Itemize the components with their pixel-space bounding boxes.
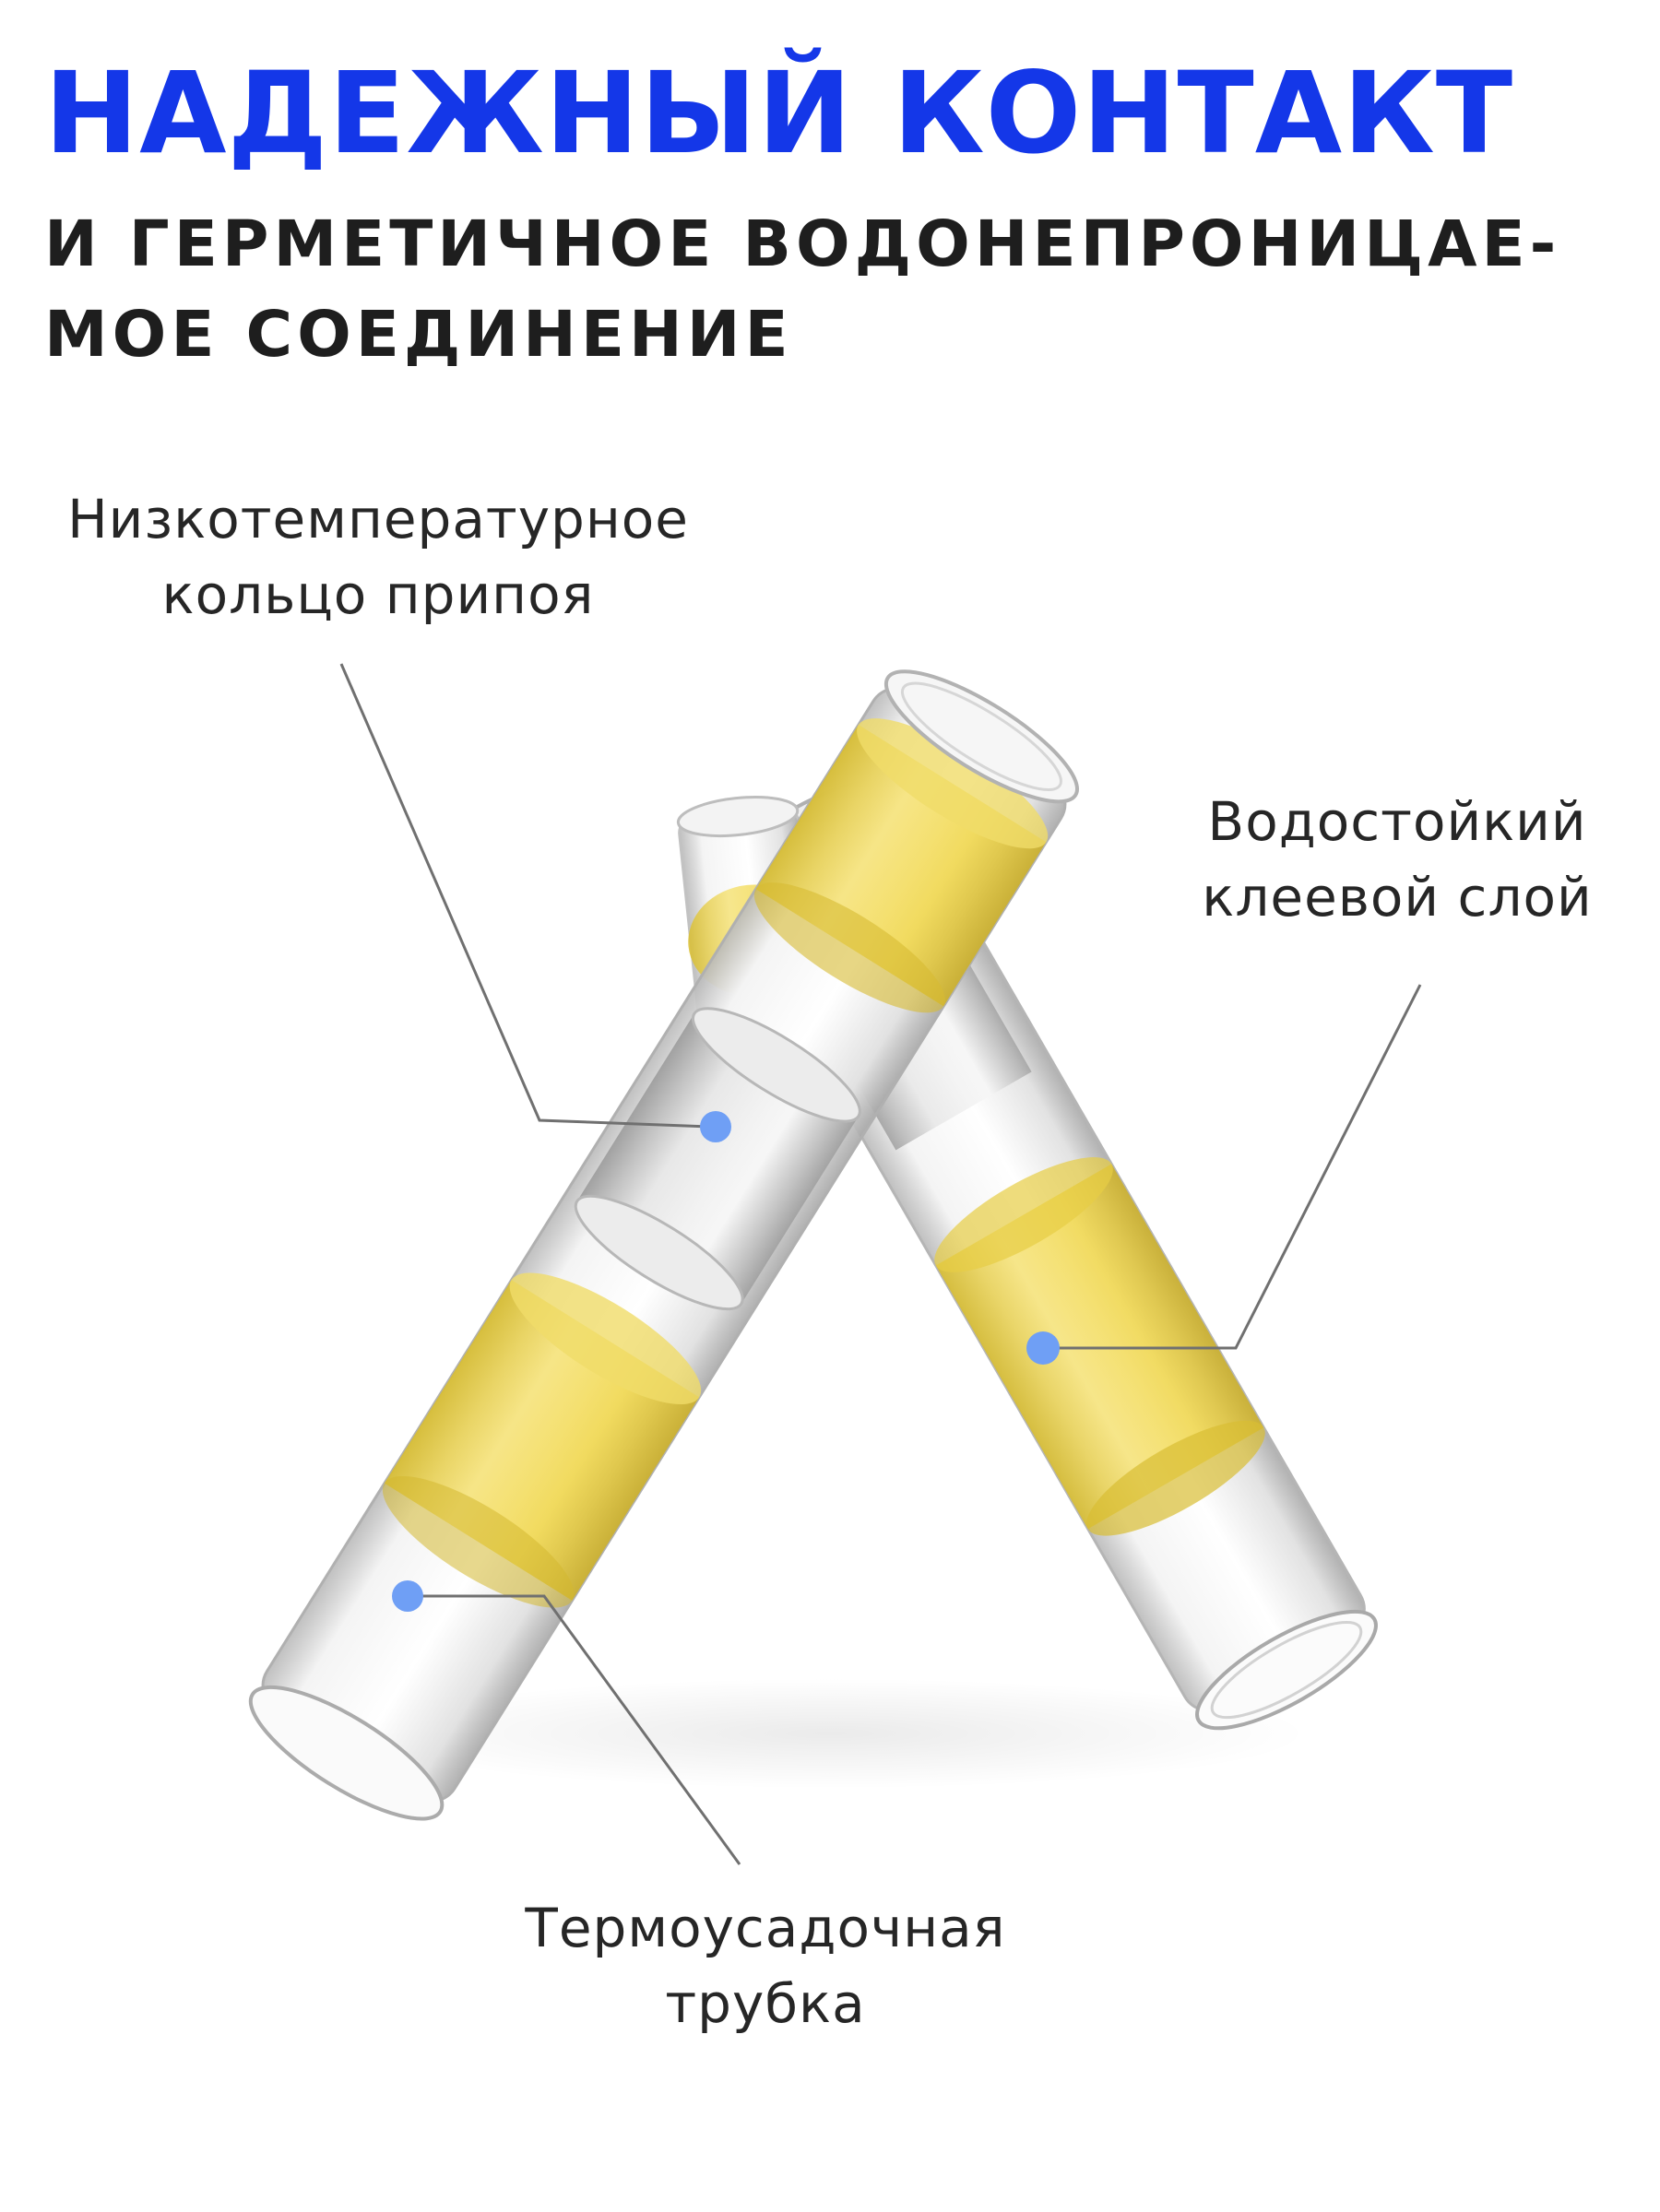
subtitle-line-1: И ГЕРМЕТИЧНОЕ ВОДОНЕПРОНИЦАЕ- — [44, 207, 1561, 281]
subtitle-line-2: МОЕ СОЕДИНЕНИЕ — [44, 298, 793, 372]
leader-lines — [339, 663, 1422, 1865]
callout-adhesive-line-1: Водостойкий — [1207, 790, 1587, 853]
callout-dot-tube — [392, 1580, 423, 1612]
page-subtitle: И ГЕРМЕТИЧНОЕ ВОДОНЕПРОНИЦАЕ- МОЕ СОЕДИН… — [44, 199, 1560, 380]
callout-solder-line-2: кольцо припоя — [161, 563, 595, 626]
callout-label-tube: Термоусадочная трубка — [480, 1890, 1051, 2041]
leader-line-adhesive — [1044, 984, 1422, 1350]
leader-line-tube — [408, 1594, 741, 1865]
leader-line-solder — [339, 663, 711, 1129]
callout-label-adhesive: Водостойкий клеевой слой — [1162, 784, 1632, 935]
callout-tube-line-2: трубка — [665, 1972, 866, 2035]
callout-dot-adhesive — [1026, 1331, 1060, 1365]
callout-tube-line-1: Термоусадочная — [525, 1897, 1006, 1959]
callout-solder-line-1: Низкотемпературное — [67, 488, 689, 550]
callout-label-solder-ring: Низкотемпературное кольцо припоя — [37, 481, 719, 633]
callout-adhesive-line-2: клеевой слой — [1202, 866, 1593, 929]
page-title: НАДЕЖНЫЙ КОНТАКТ — [44, 48, 1514, 179]
sleeve-left — [248, 669, 1079, 1821]
callout-dot-solder — [700, 1111, 731, 1142]
